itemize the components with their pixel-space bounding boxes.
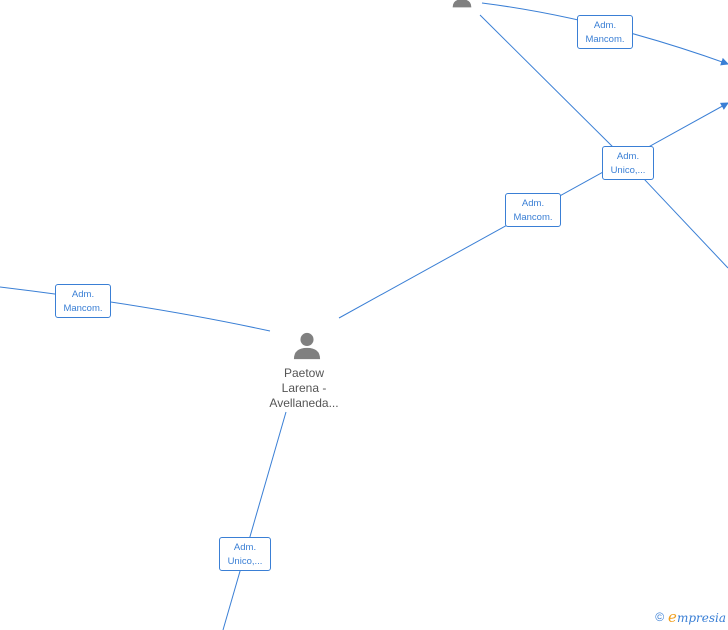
edge-label-line2: Unico,... <box>610 165 646 176</box>
edge-label-line2: Mancom. <box>513 212 553 223</box>
person-name-line1: Paetow <box>283 366 325 380</box>
edge-label-left[interactable]: Adm. Mancom. <box>55 284 111 318</box>
edge-label-line2: Mancom. <box>63 303 103 314</box>
person-node-label[interactable]: Paetow Larena - Avellaneda... <box>249 366 359 411</box>
empresia-logo: empresia <box>668 608 726 626</box>
edge-label-line1: Adm. <box>616 151 640 162</box>
brand-rest: mpresia <box>676 611 726 625</box>
empresia-watermark[interactable]: © empresia <box>655 608 726 626</box>
edge-label-line1: Adm. <box>233 542 257 553</box>
edge-label-line2: Unico,... <box>227 556 263 567</box>
edge-label-line1: Adm. <box>71 289 95 300</box>
edge-label-bottom[interactable]: Adm. Unico,... <box>219 537 271 571</box>
edge-left-to-main <box>0 286 271 332</box>
person-icon[interactable] <box>292 332 322 360</box>
edge-label-line1: Adm. <box>593 20 617 31</box>
brand-initial: e <box>668 608 677 626</box>
edge-label-center-right[interactable]: Adm. Mancom. <box>505 193 561 227</box>
edge-label-right-upper[interactable]: Adm. Unico,... <box>602 146 654 180</box>
person-name-line3: Avellaneda... <box>269 396 339 410</box>
edge-label-top-right[interactable]: Adm. Mancom. <box>577 15 633 49</box>
copyright-icon: © <box>655 610 665 624</box>
edge-top-person-down <box>479 14 728 269</box>
person-icon[interactable] <box>447 0 477 8</box>
edge-label-line2: Mancom. <box>585 34 625 45</box>
edge-label-line1: Adm. <box>521 198 545 209</box>
edge-main-person-down <box>222 411 287 630</box>
person-name-line2: Larena - <box>281 381 327 395</box>
